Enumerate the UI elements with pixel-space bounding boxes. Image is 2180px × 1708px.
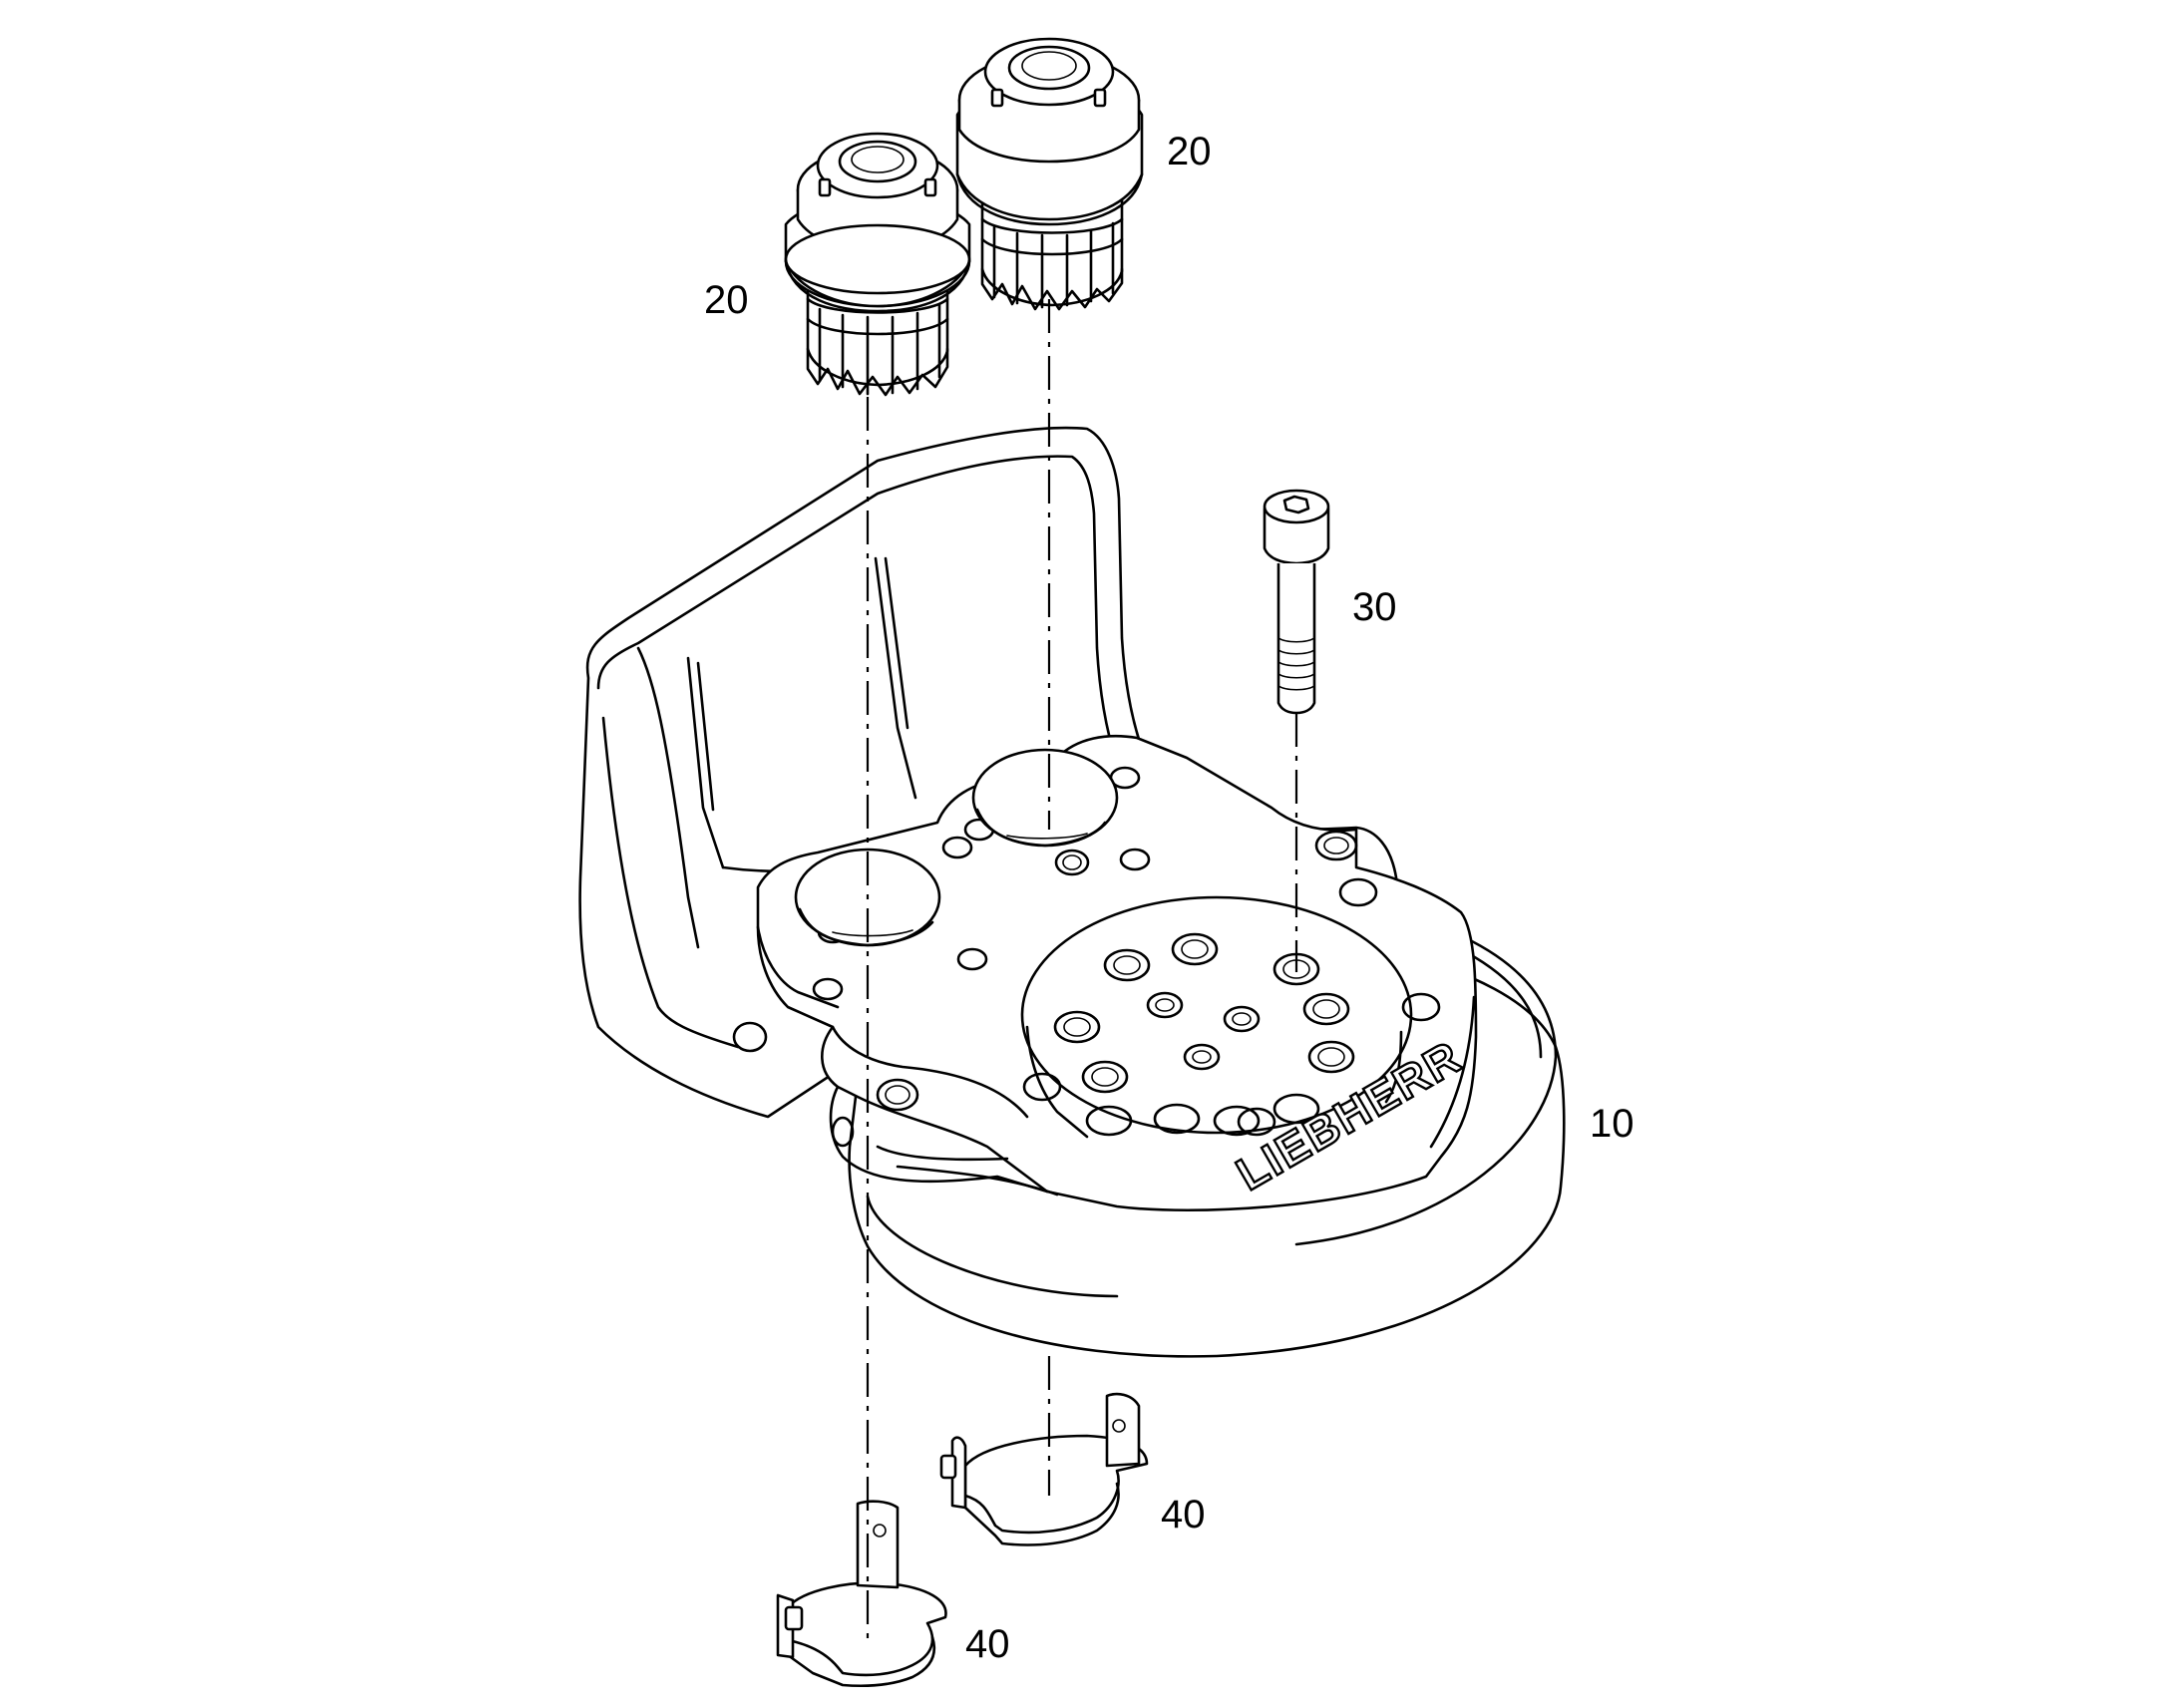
assembly-centerlines — [866, 299, 1298, 1645]
socket-head-bolt — [1263, 489, 1330, 715]
pocket-holes — [1053, 932, 1355, 1137]
callout-motor-left: 20 — [704, 278, 749, 322]
callout-bracket-left: 40 — [965, 1622, 1010, 1666]
gear-housing: LIEBHERR — [578, 426, 1566, 1358]
callout-bolt: 30 — [1352, 585, 1397, 629]
callout-housing: 10 — [1590, 1102, 1635, 1146]
motor-right — [955, 37, 1144, 311]
bracket-right — [939, 1392, 1149, 1546]
motor-left — [784, 132, 971, 397]
bracket-left — [776, 1500, 947, 1688]
callout-motor-right: 20 — [1167, 130, 1212, 173]
callout-bracket-right: 40 — [1161, 1493, 1206, 1537]
